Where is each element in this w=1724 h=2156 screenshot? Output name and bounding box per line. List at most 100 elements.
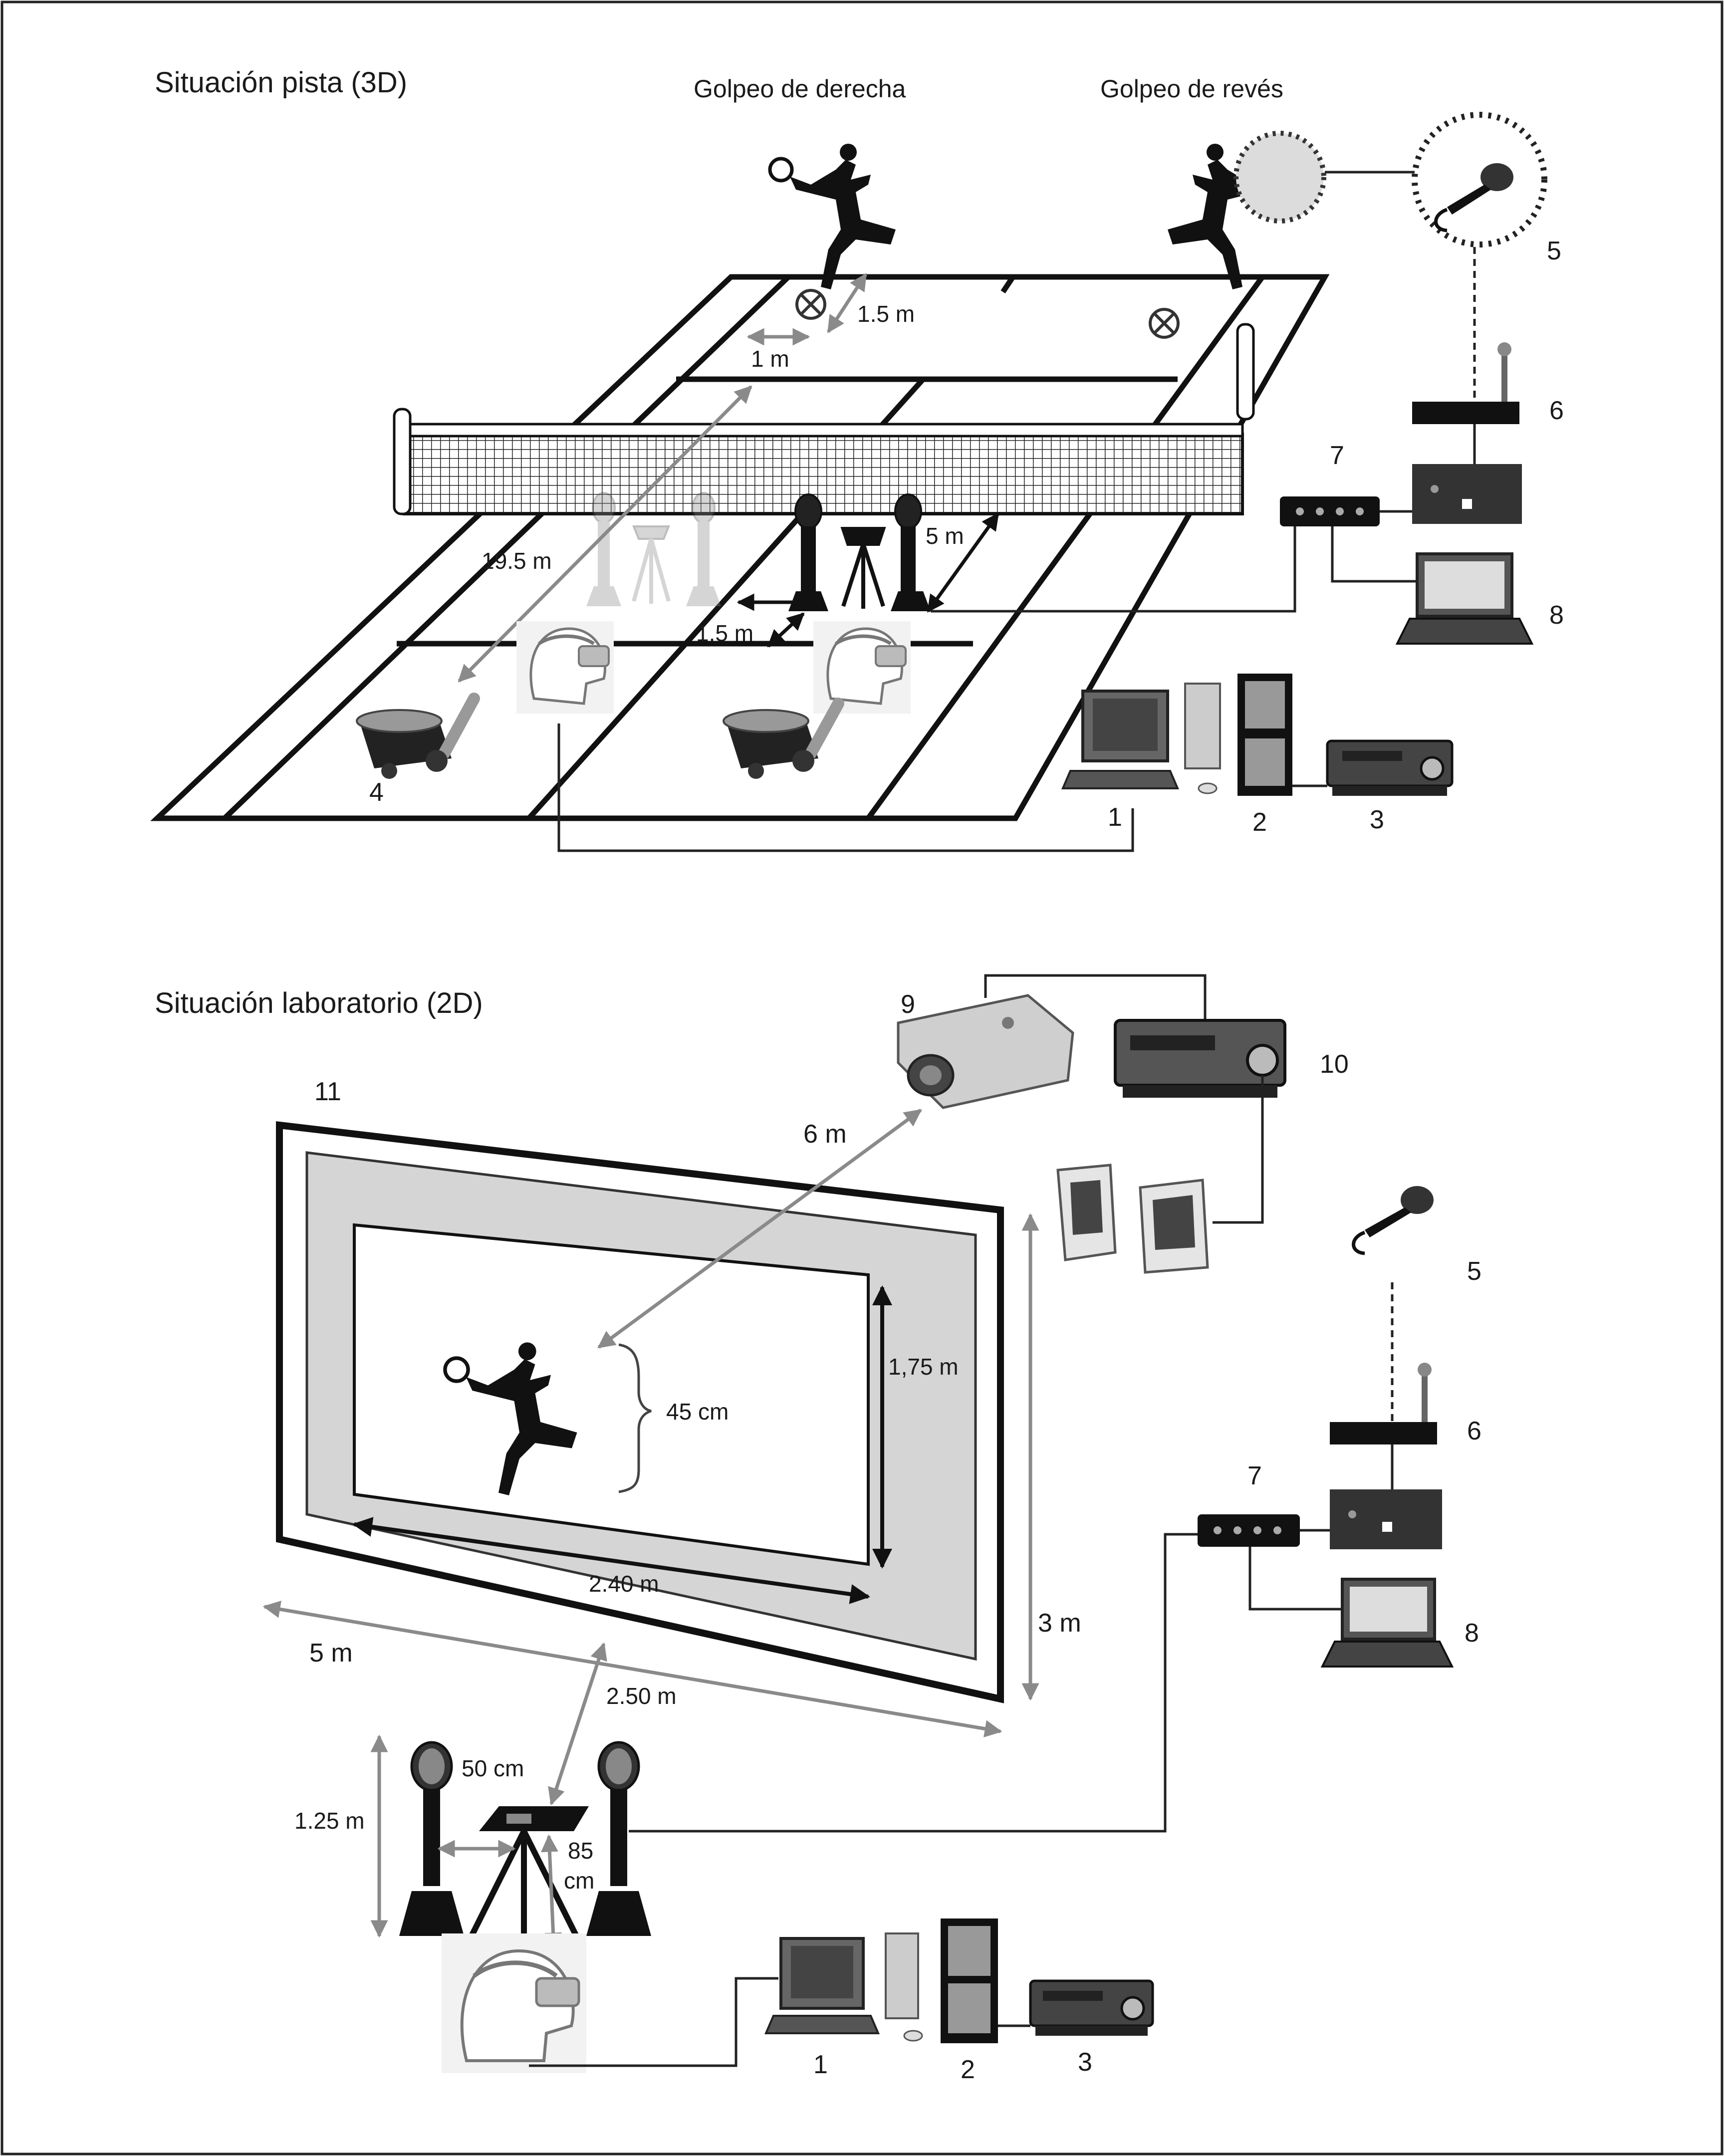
label-hub-lab: 7 (1247, 1461, 1262, 1490)
measure-image-height: 1,75 m (888, 1354, 959, 1380)
court-doubles-line-right (866, 275, 1265, 820)
tower-icon-court (1237, 674, 1292, 796)
desktop-computer-icon-court (1061, 683, 1221, 794)
label-video-player: 10 (1320, 1050, 1349, 1079)
lab-section-title: Situación laboratorio (2D) (155, 987, 483, 1019)
photocell-posts-lab (399, 1741, 651, 1943)
faded-posts (586, 492, 721, 606)
desktop-computer-icon-lab (764, 1932, 923, 2042)
tennis-net (393, 323, 1255, 515)
label-microphone-court: 5 (1547, 237, 1561, 265)
net-mesh (403, 433, 1244, 515)
court-center-mark (1000, 275, 1015, 294)
photocell-post-left-head (794, 493, 822, 529)
photocell-post-right-base (891, 591, 931, 611)
head-to-computer-link (557, 723, 1134, 852)
label-receiver-court: 6 (1549, 396, 1564, 425)
measure-image-width: 2.40 m (589, 1571, 659, 1597)
net-post-left (393, 408, 412, 515)
measure-screen-height: 3 m (1038, 1609, 1081, 1638)
photocell-posts (788, 493, 931, 611)
base-station-icon (1412, 464, 1522, 524)
measure-court-distance: 19.5 m (482, 548, 552, 574)
measure-player-height: 45 cm (666, 1399, 729, 1425)
backhand-highlight (1233, 131, 1326, 224)
court-section: Situación pista (3D) Golpeo de derecha G… (150, 66, 1564, 852)
photocell-post-right-base-lab (586, 1891, 651, 1936)
arrow-screen-width (262, 1601, 1002, 1737)
measure-target-spacing: 1 m (751, 346, 789, 372)
label-laptop-court: 8 (1549, 601, 1564, 630)
court-outline (150, 274, 1330, 821)
label-screen: 11 (314, 1077, 341, 1106)
label-receiver-lab: 6 (1467, 1417, 1481, 1445)
projector-to-video-link (984, 974, 1207, 1023)
measure-screen-width: 5 m (309, 1639, 353, 1668)
tower-icon-lab (941, 1918, 998, 2043)
arrow-image-width (352, 1517, 870, 1604)
microphone-icon (1434, 163, 1513, 233)
target-marker-backhand (1149, 308, 1180, 339)
net-post-right (1236, 323, 1255, 421)
arrow-target-offset (827, 273, 867, 333)
arrow-projector-distance (927, 512, 999, 613)
forehand-label: Golpeo de derecha (694, 75, 906, 103)
measure-tripod-height-unit: cm (564, 1868, 594, 1894)
measure-post-spacing: 1.5 m (696, 620, 753, 646)
backhand-label: Golpeo de revés (1100, 75, 1283, 103)
speakers-icon (1056, 1164, 1209, 1274)
arrow-court-distance (458, 385, 752, 683)
video-player-icon-lab (1114, 1019, 1286, 1098)
projector-icon (897, 994, 1074, 1109)
photocell-post-right-head (894, 493, 922, 529)
measure-post-height-lab: 1.25 m (294, 1808, 365, 1834)
arrow-post-spacing (767, 612, 805, 648)
label-computer-lab: 1 (813, 2050, 828, 2079)
measure-projector-distance: 5 m (926, 523, 964, 549)
lab-section: Situación laboratorio (2D) 11 45 cm 1,75… (155, 974, 1481, 2084)
measure-subject-distance: 2.50 m (606, 1683, 677, 1709)
label-recorder-lab: 3 (1078, 2048, 1092, 2077)
laptop-icon-court (1395, 552, 1534, 645)
label-computer-court: 1 (1108, 803, 1122, 832)
eye-tracker-head-lab (442, 1933, 586, 2073)
tripod-court (840, 527, 886, 609)
receiver-icon (1412, 342, 1519, 424)
photocell-post-left-base-lab (399, 1891, 464, 1936)
tripod-lab (479, 1806, 589, 1831)
label-microphone-lab: 5 (1467, 1257, 1481, 1286)
label-recorder-court: 3 (1370, 805, 1384, 834)
hub-icon-lab (1198, 1514, 1300, 1547)
label-hub-court: 7 (1330, 441, 1344, 470)
label-ball-machine: 4 (369, 778, 384, 807)
measure-target-offset: 1.5 m (857, 301, 915, 327)
court-section-title: Situación pista (3D) (155, 66, 407, 99)
ball-machine-right (723, 698, 844, 779)
hub-icon (1280, 496, 1380, 526)
brace-player-height (618, 1343, 652, 1493)
receiver-icon-lab (1330, 1363, 1437, 1444)
eye-tracker-head-left (516, 621, 614, 714)
hub-to-laptop-link (1331, 526, 1417, 583)
measure-tripod-height-value: 85 (568, 1838, 593, 1864)
label-projector: 9 (901, 990, 915, 1019)
microphone-circle (1412, 112, 1547, 247)
video-recorder-icon-lab (1029, 1979, 1154, 2036)
photocell-post-left-base (788, 591, 828, 611)
hub-to-laptop-link-lab (1248, 1547, 1342, 1611)
ball-machine-left (356, 693, 480, 779)
laptop-icon-lab (1320, 1578, 1454, 1668)
video-recorder-icon-court (1326, 739, 1454, 796)
measure-post-spacing-lab: 50 cm (462, 1755, 524, 1781)
arrow-tripod-height (540, 1834, 562, 1950)
net-tape (403, 423, 1244, 438)
target-marker-forehand (795, 289, 826, 320)
arrow-subject-distance (548, 1642, 607, 1806)
microphone-icon-lab (1352, 1186, 1434, 1255)
hub-to-post-link-lab (629, 1533, 1198, 1833)
head-to-computer-link-lab (529, 1977, 778, 2067)
label-tower-lab: 2 (961, 2055, 975, 2084)
measure-projector-distance-lab: 6 m (803, 1120, 847, 1149)
